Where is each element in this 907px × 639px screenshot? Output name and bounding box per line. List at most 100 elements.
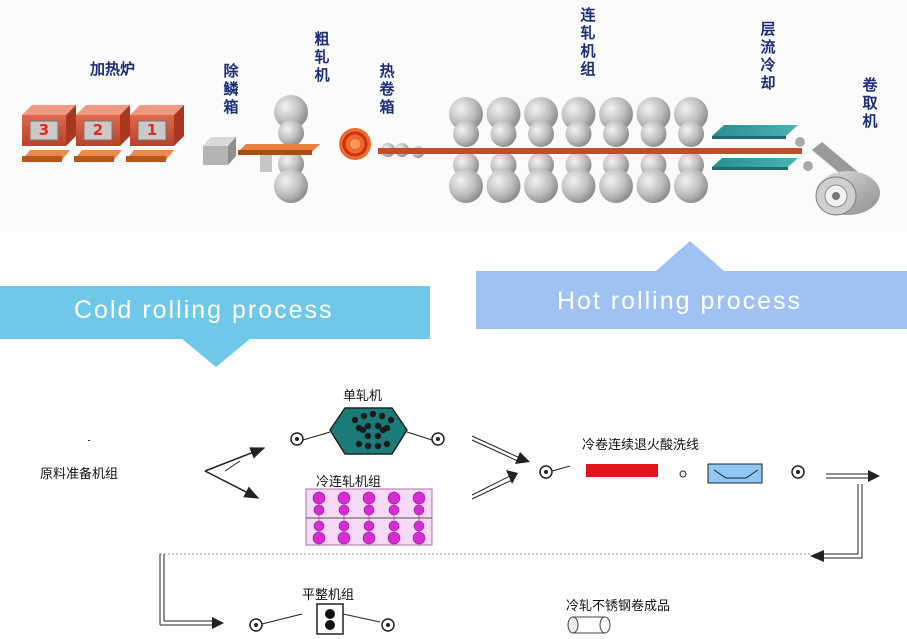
tandem-roll (363, 504, 375, 516)
tandem-roll (388, 504, 400, 516)
tandem-roll (337, 491, 351, 505)
pickling-tank (707, 463, 763, 484)
laminar-cooling (712, 125, 802, 170)
roughing-mill (260, 95, 308, 203)
hot-rolling-callout: Hot rolling process (557, 287, 803, 315)
double-arrow (471, 435, 530, 464)
mill-roll-dot (378, 412, 386, 420)
tandem-roll (387, 491, 401, 505)
tandem-roll (362, 491, 376, 505)
label-anneal-pickle: 冷卷连续退火酸洗线 (582, 438, 700, 453)
finishing-roll (561, 169, 596, 203)
tandem-roll (312, 531, 326, 545)
skin-pass-mill (249, 603, 395, 635)
mill-roll-dot (364, 422, 372, 430)
finishing-roll (674, 97, 708, 131)
finishing-roll (524, 169, 558, 203)
finishing-roll (528, 121, 554, 147)
finishing-roll (603, 121, 629, 147)
coil-box (339, 128, 371, 160)
mill-roll-dot (351, 416, 359, 424)
mill-roll-dot (379, 426, 387, 434)
cold-rolling-callout: Cold rolling process (74, 296, 334, 324)
tandem-mill (305, 488, 433, 546)
down-coiler (812, 142, 880, 216)
descaler-box (203, 137, 236, 165)
furnace-1 (130, 105, 184, 146)
label-coiler: 卷取机 (862, 76, 878, 130)
tandem-roll (312, 491, 326, 505)
finishing-roll (636, 169, 671, 203)
cold-callout-shape (0, 286, 430, 367)
mill-roll-dot (374, 422, 382, 430)
mill-roll-dot (355, 440, 363, 448)
label-finishing-mill: 连轧机组 (580, 6, 596, 78)
tandem-roll (363, 520, 375, 532)
mill-roll-dot (364, 432, 372, 440)
mill-roll-dot (374, 432, 382, 440)
finishing-roll (599, 169, 633, 203)
flow-connector (159, 470, 880, 629)
label-single-mill: 单轧机 (343, 389, 383, 404)
hot-strip (378, 148, 718, 154)
label-reheating-furnace: 加热炉 (90, 60, 136, 78)
pinch-roll (803, 161, 813, 171)
finishing-roll (636, 97, 671, 131)
mill-roll-dot (387, 416, 395, 424)
finishing-mill-stands (449, 97, 708, 203)
finishing-roll (449, 97, 483, 131)
tandem-roll (412, 491, 426, 505)
finishing-roll (453, 121, 479, 147)
label-roughing-mill: 粗轧机 (314, 30, 330, 84)
label-finished-product: 冷轧不锈钢卷成品 (566, 599, 671, 614)
tandem-roll (338, 520, 350, 532)
finishing-roll (599, 97, 633, 131)
finishing-roll (640, 121, 667, 147)
furnace-number: 3 (38, 121, 50, 139)
tandem-roll (337, 531, 351, 545)
label-laminar-cooling: 层流冷却 (760, 20, 776, 92)
finishing-roll (561, 97, 596, 131)
finishing-roll (524, 97, 558, 131)
finished-coil-icon (567, 616, 611, 634)
label-skin-pass: 平整机组 (302, 588, 355, 603)
finishing-roll (486, 169, 521, 203)
label-material-prep: 原料准备机组 (40, 467, 119, 482)
single-mill (290, 407, 445, 455)
mill-roll-dot (374, 442, 382, 450)
label-descaler: 除鳞箱 (223, 62, 239, 116)
finishing-roll (565, 121, 592, 147)
tandem-roll (313, 504, 325, 516)
reheating-furnace (22, 105, 184, 162)
finishing-roll (449, 169, 483, 203)
hot-callout-shape (476, 241, 907, 329)
annealing-furnace (586, 464, 658, 477)
furnace-2 (76, 105, 130, 146)
tandem-roll (387, 531, 401, 545)
tandem-roll (313, 520, 325, 532)
tandem-roll (338, 504, 350, 516)
tandem-roll (413, 504, 425, 516)
mill-roll-dot (383, 440, 391, 448)
furnace-3 (22, 105, 76, 146)
finishing-roll (490, 121, 517, 147)
tandem-roll (362, 531, 376, 545)
label-tandem-mill: 冷连轧机组 (316, 475, 382, 490)
label-coil-box: 热卷箱 (379, 62, 395, 116)
mill-roll-dot (364, 442, 372, 450)
finishing-roll (678, 121, 704, 147)
tandem-roll (413, 520, 425, 532)
double-arrow (471, 470, 518, 500)
mill-roll-dot (359, 426, 367, 434)
tandem-roll (412, 531, 426, 545)
pinch-roll (795, 137, 805, 147)
finishing-roll (674, 169, 708, 203)
furnace-number: 1 (146, 121, 158, 139)
mill-roll-dot (360, 412, 368, 420)
mill-roll-dot (369, 410, 377, 418)
anneal-pickle-line (539, 463, 805, 484)
furnace-number: 2 (92, 121, 104, 139)
finishing-roll (486, 97, 521, 131)
